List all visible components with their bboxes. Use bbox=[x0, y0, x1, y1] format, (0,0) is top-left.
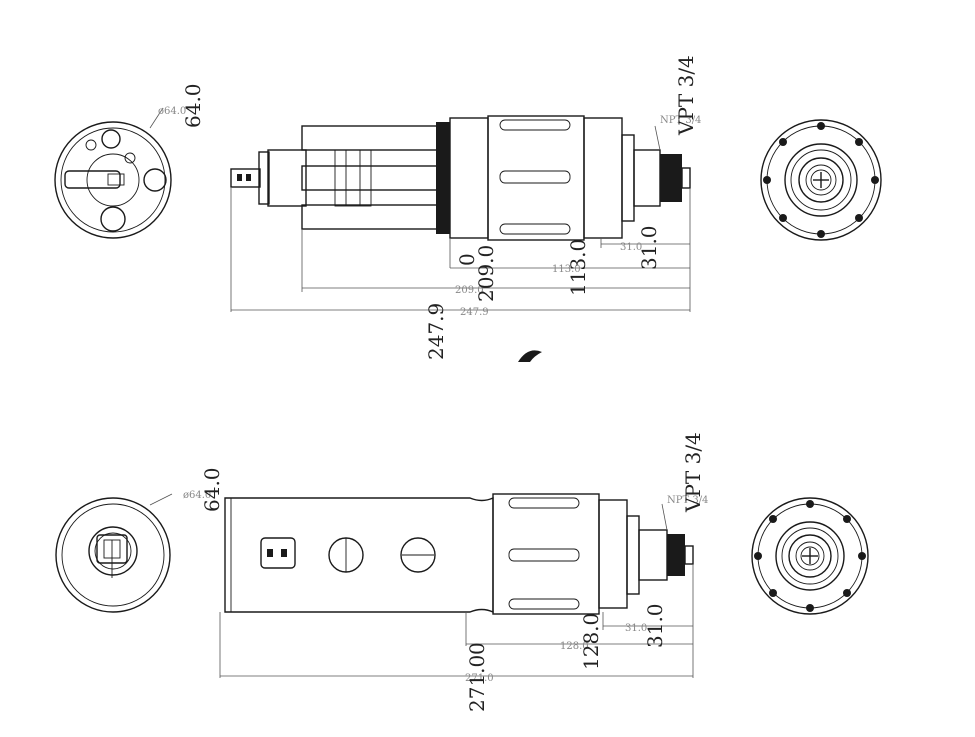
bottom-dim-31-small: 31.0 bbox=[625, 623, 647, 634]
top-diameter-small: ø64.0 bbox=[158, 106, 186, 117]
top-side-view bbox=[230, 115, 691, 241]
bottom-diameter-label: 64.0 bbox=[200, 467, 224, 512]
top-dim-31: 31.0 bbox=[637, 225, 661, 270]
bottom-left-end-view bbox=[55, 493, 173, 613]
top-dimension-lines bbox=[230, 125, 691, 312]
bottom-dim-128: 128.0 bbox=[579, 613, 603, 670]
top-diameter-label: 64.0 bbox=[181, 83, 205, 128]
bottom-dim-271-small: 271.0 bbox=[465, 673, 494, 684]
top-dim-0: 0 bbox=[455, 253, 479, 266]
logo-mark bbox=[518, 350, 542, 362]
bottom-right-end-view bbox=[751, 497, 869, 615]
top-dim-209-small: 209.0 bbox=[455, 285, 484, 296]
top-dim-31-small: 31.0 bbox=[620, 242, 642, 253]
bottom-dim-0: 0 bbox=[465, 642, 489, 655]
bottom-thread-label: VPT 3/4 bbox=[681, 432, 705, 513]
top-dim-113-small: 113.0 bbox=[552, 264, 581, 275]
top-thread-small: NPT 3/4 bbox=[660, 115, 701, 126]
top-dim-247: 247.9 bbox=[424, 303, 448, 360]
top-dim-209: 209.0 bbox=[474, 245, 498, 302]
bottom-diameter-small: ø64.0 bbox=[183, 490, 211, 501]
bottom-side-view bbox=[224, 493, 694, 615]
top-left-end-view bbox=[54, 107, 172, 239]
bottom-dimension-lines bbox=[219, 503, 694, 678]
bottom-dim-31: 31.0 bbox=[643, 603, 667, 648]
bottom-dim-128-small: 128.0 bbox=[560, 641, 589, 652]
top-dim-247-small: 247.9 bbox=[460, 307, 489, 318]
top-right-end-view bbox=[760, 119, 882, 241]
bottom-thread-small: NPT 3/4 bbox=[667, 495, 708, 506]
top-thread-label: VPT 3/4 bbox=[674, 55, 698, 136]
bottom-dim-271: 271.0 bbox=[465, 655, 489, 712]
top-dim-113: 113.0 bbox=[566, 239, 590, 296]
